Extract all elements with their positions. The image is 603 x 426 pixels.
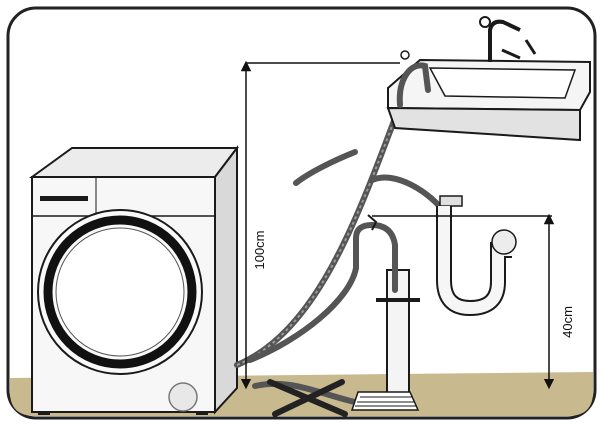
drain-hose-floor [252,380,358,405]
washing-machine [28,145,240,415]
drain-hose-segment [293,149,358,186]
standpipe [247,214,420,411]
p-trap [436,195,517,317]
height-label-40cm: 40cm [560,306,575,338]
hose-into-standpipe [353,221,398,293]
service-hatch [168,382,198,412]
washer-door-seal [43,215,197,369]
washer-door-glass [55,227,185,357]
dimension-40cm: 40cm [372,213,575,390]
sink-basin [428,67,577,99]
washer-side [214,145,238,415]
sink [386,16,591,142]
detergent-drawer [40,196,88,201]
sink-front [386,106,581,142]
cross-mark-icon [267,379,348,417]
height-label-100cm: 100cm [252,230,267,269]
dimension-100cm: 100cm [240,60,400,390]
faucet [488,19,521,62]
hose-hook [396,62,431,108]
floor-drain [350,391,420,411]
